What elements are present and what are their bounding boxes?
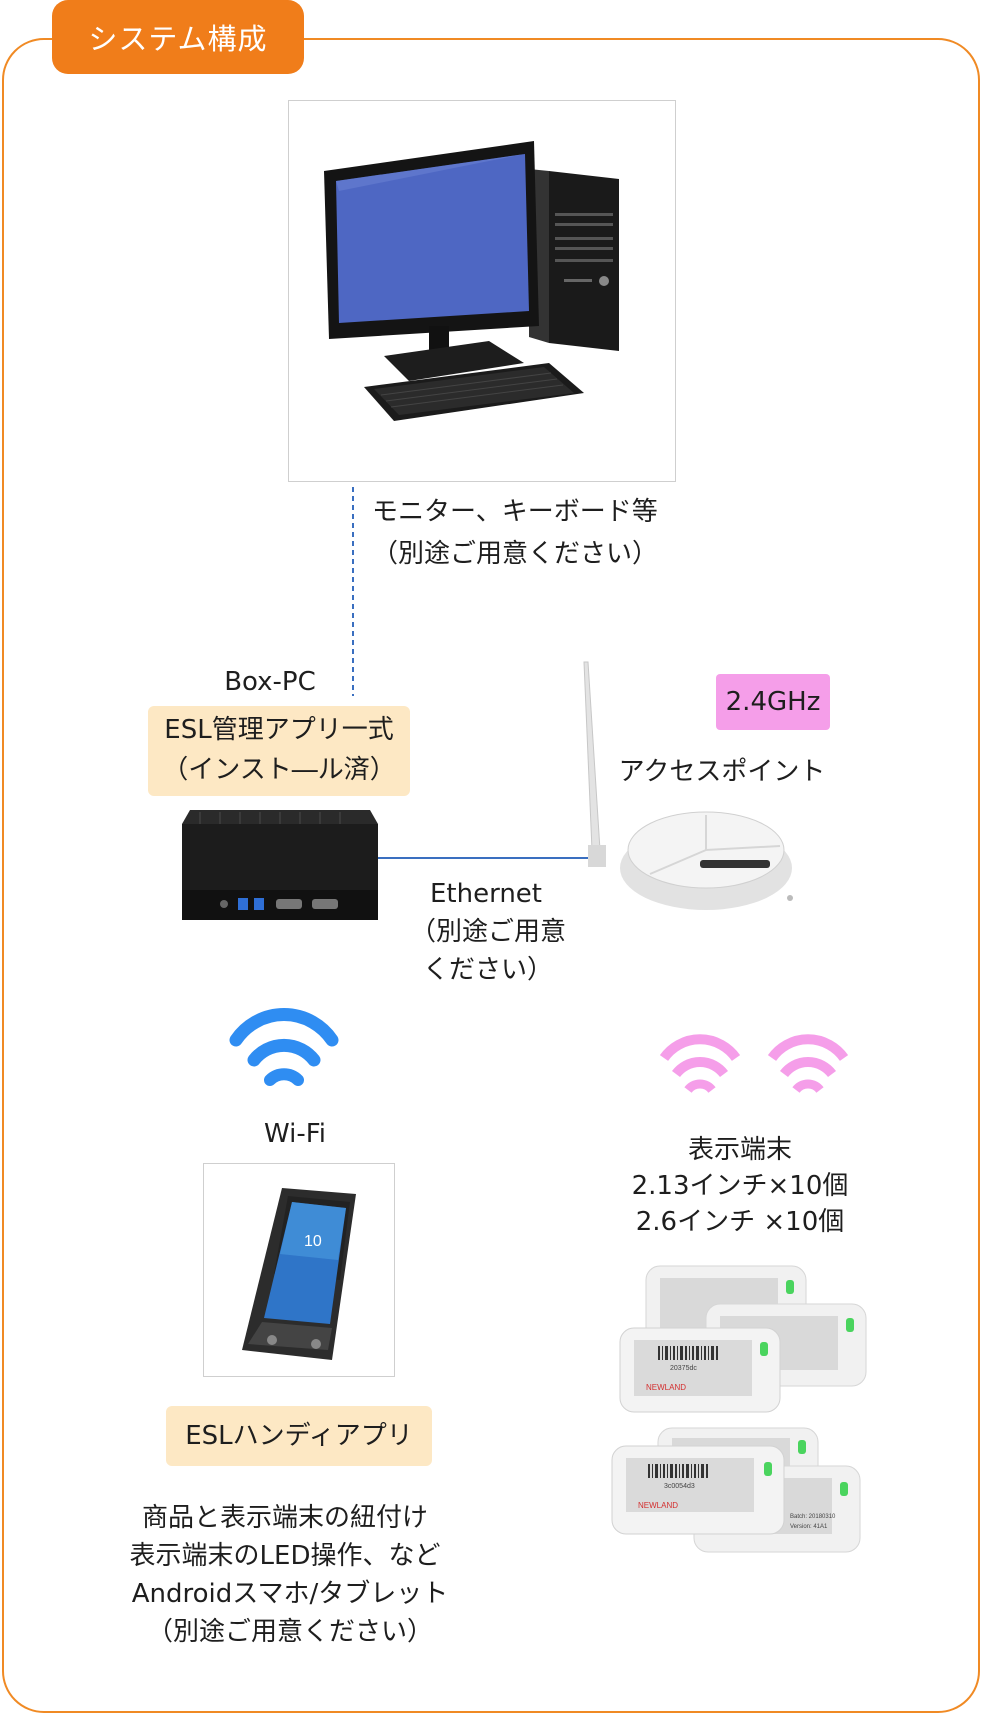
handheld-terminal-icon: 10 [242,1188,356,1360]
esl-batch: Batch: 20180310 [790,1514,836,1520]
ethernet-line3: ください） [422,955,553,985]
esl-label-group-bottom: Batch: 20180310 Version: 41A1 3c0054d3 N… [611,1427,861,1553]
box-pc-icon [182,810,378,920]
terminal-line1: 表示端末 [687,1135,792,1165]
ethernet-line2: （別途ご用意 [409,917,566,947]
esl-label-group-top: 20375dc NEWLAND [619,1265,867,1413]
boxpc-app-line1: ESL管理アプリ一式 [164,715,394,745]
handy-app-box [166,1406,432,1466]
pc-image-frame [288,100,676,482]
pc-caption-line2: （別途ご用意ください） [372,539,659,569]
diagram-title: システム構成 [88,22,268,56]
title-tab: システム構成 [52,0,304,74]
handy-line4: （別途ご用意ください） [146,1617,433,1647]
handy-line2: 表示端末のLED操作、など [129,1541,441,1571]
esl-label-3: 20375dc NEWLAND [619,1327,781,1413]
boxpc-app-box [148,706,410,796]
wifi-icon [229,1008,339,1086]
freq-badge [716,674,830,730]
boxpc-label: Box-PC [224,667,316,697]
diagram-frame [2,38,980,1713]
handy-app-label: ESLハンディアプリ [185,1421,413,1451]
boxpc-app-line2: （インスト―ル済） [162,755,396,785]
wifi-label: Wi-Fi [263,1119,327,1149]
esl-code-a: 20375dc [670,1365,697,1372]
phone-screen-time: 10 [304,1233,322,1250]
desktop-pc-icon [324,141,619,421]
esl-label-6: 3c0054d3 NEWLAND [611,1445,785,1535]
ethernet-line1: Ethernet [430,879,542,909]
rf-signal-icon-right [767,1034,849,1094]
terminal-line3: 2.6インチ ×10個 [635,1207,845,1237]
esl-brand-top: NEWLAND [646,1383,686,1392]
freq-label: 2.4GHz [725,687,821,717]
access-point-icon [583,661,793,910]
esl-brand-bottom: NEWLAND [638,1501,678,1510]
esl-version: Version: 41A1 [790,1524,828,1530]
rf-signal-icon-left [659,1034,741,1094]
pc-caption-line1: モニター、キーボード等 [372,497,658,527]
esl-code-b: 3c0054d3 [664,1483,695,1490]
terminal-line2: 2.13インチ×10個 [631,1171,849,1201]
handy-line3: Androidスマホ/タブレット [131,1579,449,1609]
handy-line1: 商品と表示端末の紐付け [141,1503,428,1533]
accesspoint-label: アクセスポイント [618,757,826,787]
phone-image-frame: 10 [203,1163,395,1377]
